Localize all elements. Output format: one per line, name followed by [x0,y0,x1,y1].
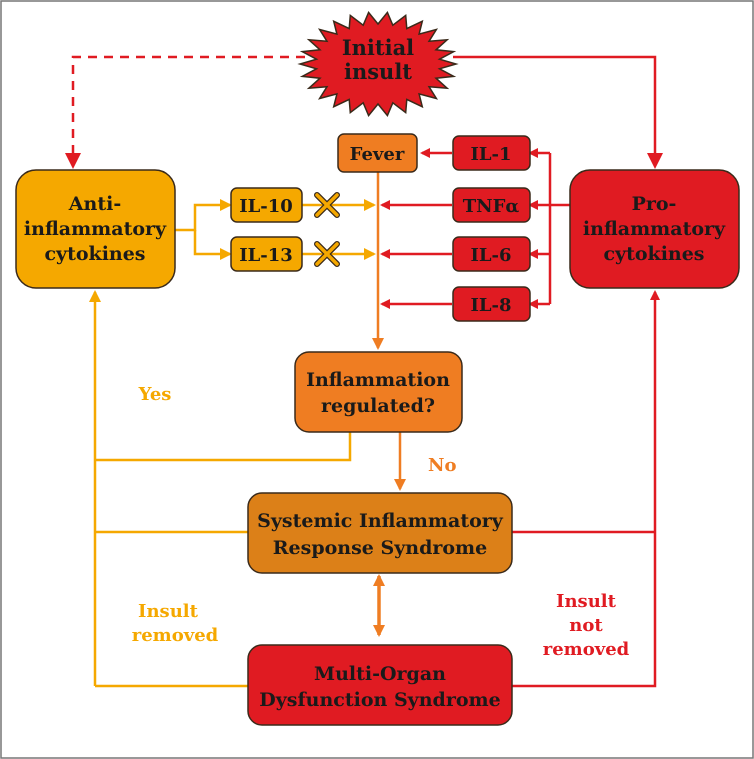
pro-line1: Pro- [632,193,677,215]
anti-line3: cytokines [44,243,145,265]
inflammation-line1: Inflammation [306,369,450,391]
il8-node: IL-8 [452,286,531,322]
x-cross-icon [314,192,340,218]
il1-node: IL-1 [452,135,531,171]
tnf-box [452,187,531,223]
sirs-node: Systemic Inflammatory Response Syndrome [247,492,513,574]
edge-insult-to-anti [65,55,305,169]
fever-label: Fever [350,144,405,165]
sirs-line1: Systemic Inflammatory [257,510,504,532]
anti-inflammatory-box [15,169,176,289]
il6-box [452,236,531,272]
anti-line2: inflammatory [24,218,167,240]
anti-inflammatory-node: Anti- inflammatory cytokines [15,169,176,289]
edge-anti-to-il13 [193,230,232,260]
no-label: No [428,455,456,476]
il1-box [452,135,531,171]
il8-box [452,286,531,322]
il8-label: IL-8 [470,295,511,316]
fever-box [337,133,418,173]
edge-anti-to-il10 [175,199,232,232]
il10-box [230,187,303,223]
pro-line3: cytokines [603,243,704,265]
il13-box [230,236,303,272]
il13-label: IL-13 [239,245,293,266]
sirs-box [247,492,513,574]
insult-removed-line1: Insult [138,601,199,622]
fever-node: Fever [337,133,418,173]
insult-not-removed-line2: not [569,615,603,636]
initial-insult-line1: Initial [342,35,414,60]
tnf-node: TNFα [452,187,531,223]
insult-not-removed-line3: removed [543,639,630,660]
pro-inflammatory-node: Pro- inflammatory cytokines [569,169,740,289]
x-cross-icon [314,241,340,267]
il10-label: IL-10 [239,196,293,217]
mods-node: Multi-Organ Dysfunction Syndrome [247,644,513,726]
anti-line1: Anti- [68,193,121,215]
tnf-label: TNFα [463,196,520,217]
sirs-line2: Response Syndrome [273,537,487,559]
il6-node: IL-6 [452,236,531,272]
inflammation-box [294,351,463,433]
mods-box [247,644,513,726]
yes-label: Yes [138,384,172,405]
il10-node: IL-10 [230,187,303,223]
initial-insult-line2: insult [344,59,412,84]
pro-inflammatory-box [569,169,740,289]
insult-removed-line2: removed [132,625,219,646]
starburst-shape [297,10,459,118]
insult-not-removed-line1: Insult [556,591,617,612]
inflammation-regulated-node: Inflammation regulated? [294,351,463,433]
il13-node: IL-13 [230,236,303,272]
inflammation-line2: regulated? [321,395,435,417]
il1-label: IL-1 [470,144,511,165]
il6-label: IL-6 [470,245,511,266]
initial-insult-node: Initial insult [297,10,459,118]
edge-right-trunk-to-pro [512,290,660,688]
mods-line1: Multi-Organ [314,663,446,685]
pro-line2: inflammatory [583,218,726,240]
edge-insult-to-pro [453,55,663,169]
mods-line2: Dysfunction Syndrome [259,689,500,711]
